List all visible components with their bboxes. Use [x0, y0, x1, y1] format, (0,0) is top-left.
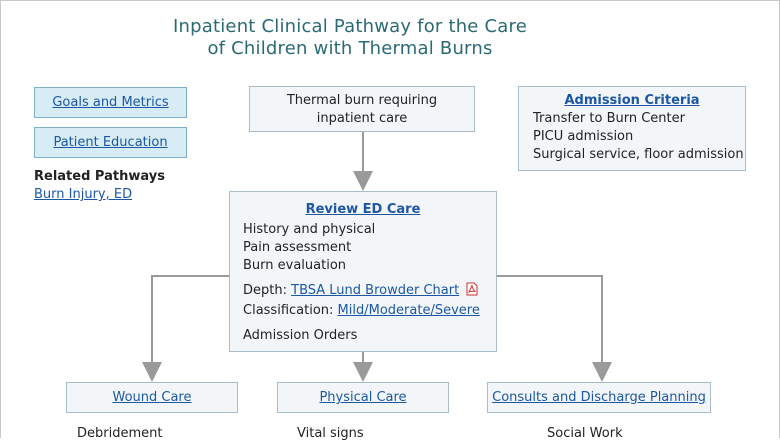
page-title: Inpatient Clinical Pathway for the Care …	[0, 16, 700, 60]
admission-item: Transfer to Burn Center	[533, 111, 685, 126]
classification-label: Classification:	[243, 303, 334, 318]
connector-review-to-wound	[142, 275, 229, 382]
admission-orders-text: Admission Orders	[243, 328, 358, 343]
related-pathways-heading: Related Pathways	[34, 169, 165, 184]
patient-education-link[interactable]: Patient Education	[53, 135, 168, 150]
related-pathway-item[interactable]: Burn Injury, ED	[34, 187, 132, 202]
consults-discharge-link[interactable]: Consults and Discharge Planning	[492, 390, 706, 405]
physical-care-box[interactable]: Physical Care	[277, 382, 449, 413]
physical-care-link[interactable]: Physical Care	[319, 390, 407, 405]
review-item: History and physical	[243, 222, 376, 237]
start-box: Thermal burn requiring inpatient care	[249, 86, 475, 132]
physical-care-first-item: Vital signs	[297, 426, 364, 441]
burn-injury-ed-link[interactable]: Burn Injury, ED	[34, 187, 133, 202]
depth-label: Depth:	[243, 283, 287, 298]
review-item: Pain assessment	[243, 240, 352, 255]
severity-classification-link[interactable]: Mild/Moderate/Severe	[337, 303, 480, 318]
admission-criteria-title-wrap: Admission Criteria	[519, 92, 745, 110]
start-box-line-1: Thermal burn requiring	[286, 93, 438, 108]
goals-metrics-link[interactable]: Goals and Metrics	[52, 95, 169, 110]
classification-row: Classification: Mild/Moderate/Severe	[243, 302, 496, 320]
review-title-wrap: Review ED Care	[230, 201, 496, 219]
admission-item: Surgical service, floor admission	[533, 147, 744, 162]
review-ed-care-link[interactable]: Review ED Care	[305, 202, 421, 217]
goals-metrics-button[interactable]: Goals and Metrics	[34, 87, 187, 118]
connector-review-to-consults	[497, 275, 612, 382]
wound-care-box[interactable]: Wound Care	[66, 382, 238, 413]
depth-row: Depth: TBSA Lund Browder Chart	[243, 282, 496, 302]
review-ed-care-box: Review ED Care History and physical Pain…	[229, 191, 497, 352]
title-line-2: of Children with Thermal Burns	[207, 38, 493, 59]
patient-education-button[interactable]: Patient Education	[34, 127, 187, 158]
consults-first-item: Social Work	[547, 426, 623, 441]
admission-criteria-box: Admission Criteria Transfer to Burn Cent…	[518, 86, 746, 171]
consults-discharge-box[interactable]: Consults and Discharge Planning	[487, 382, 711, 413]
start-box-line-2: inpatient care	[316, 111, 408, 126]
admission-criteria-link[interactable]: Admission Criteria	[564, 93, 700, 108]
review-item: Burn evaluation	[243, 258, 347, 273]
title-line-1: Inpatient Clinical Pathway for the Care	[172, 16, 527, 37]
admission-item: PICU admission	[533, 129, 634, 144]
tbsa-chart-link[interactable]: TBSA Lund Browder Chart	[291, 283, 460, 298]
wound-care-link[interactable]: Wound Care	[112, 390, 192, 405]
wound-care-first-item: Debridement	[77, 426, 163, 441]
pdf-icon[interactable]	[466, 282, 478, 302]
